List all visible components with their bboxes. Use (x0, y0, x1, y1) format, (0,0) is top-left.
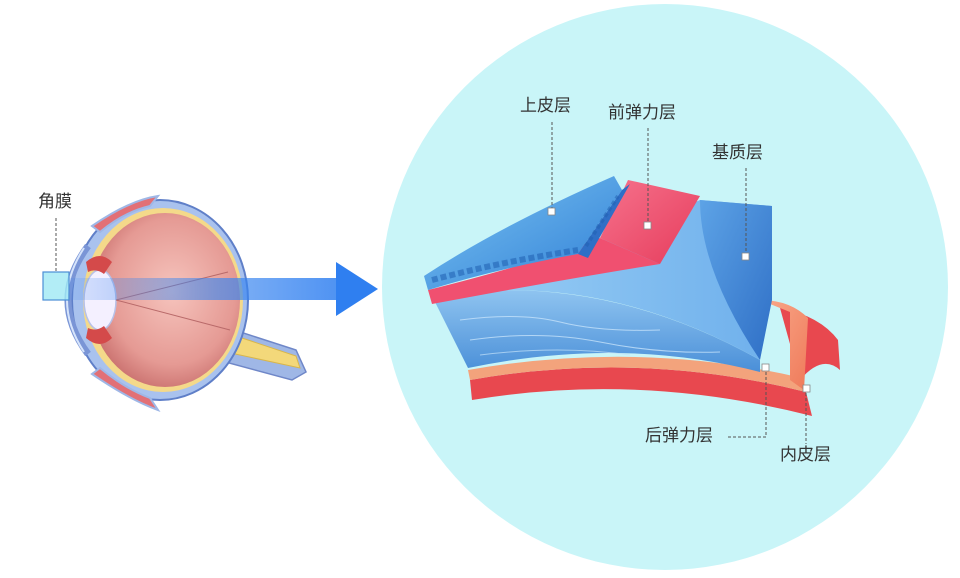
stroma-marker (741, 252, 750, 261)
endothelium-layer (470, 367, 812, 416)
descemet-leader (728, 367, 767, 438)
epithelium-layer (424, 176, 622, 290)
endothelium-marker (802, 384, 811, 393)
epithelium-marker (547, 207, 556, 216)
bowman-layer (428, 238, 660, 304)
descemet-layer (468, 356, 806, 392)
bowman-label: 前弹力层 (608, 103, 676, 123)
eye-cross-section-icon (64, 194, 307, 412)
magnify-arrow-icon (70, 262, 378, 316)
cornea-highlight-box (42, 271, 70, 301)
bowman-marker (643, 221, 652, 230)
endothelium-label: 内皮层 (780, 445, 831, 465)
epithelium-label: 上皮层 (520, 96, 571, 116)
leader-lines (551, 122, 807, 444)
layer-markers (547, 207, 811, 393)
descemet-marker (761, 363, 770, 372)
stroma-label: 基质层 (712, 143, 763, 163)
descemet-label: 后弹力层 (645, 426, 713, 446)
cornea-label: 角膜 (38, 192, 72, 212)
cornea-layers-icon (424, 176, 840, 416)
